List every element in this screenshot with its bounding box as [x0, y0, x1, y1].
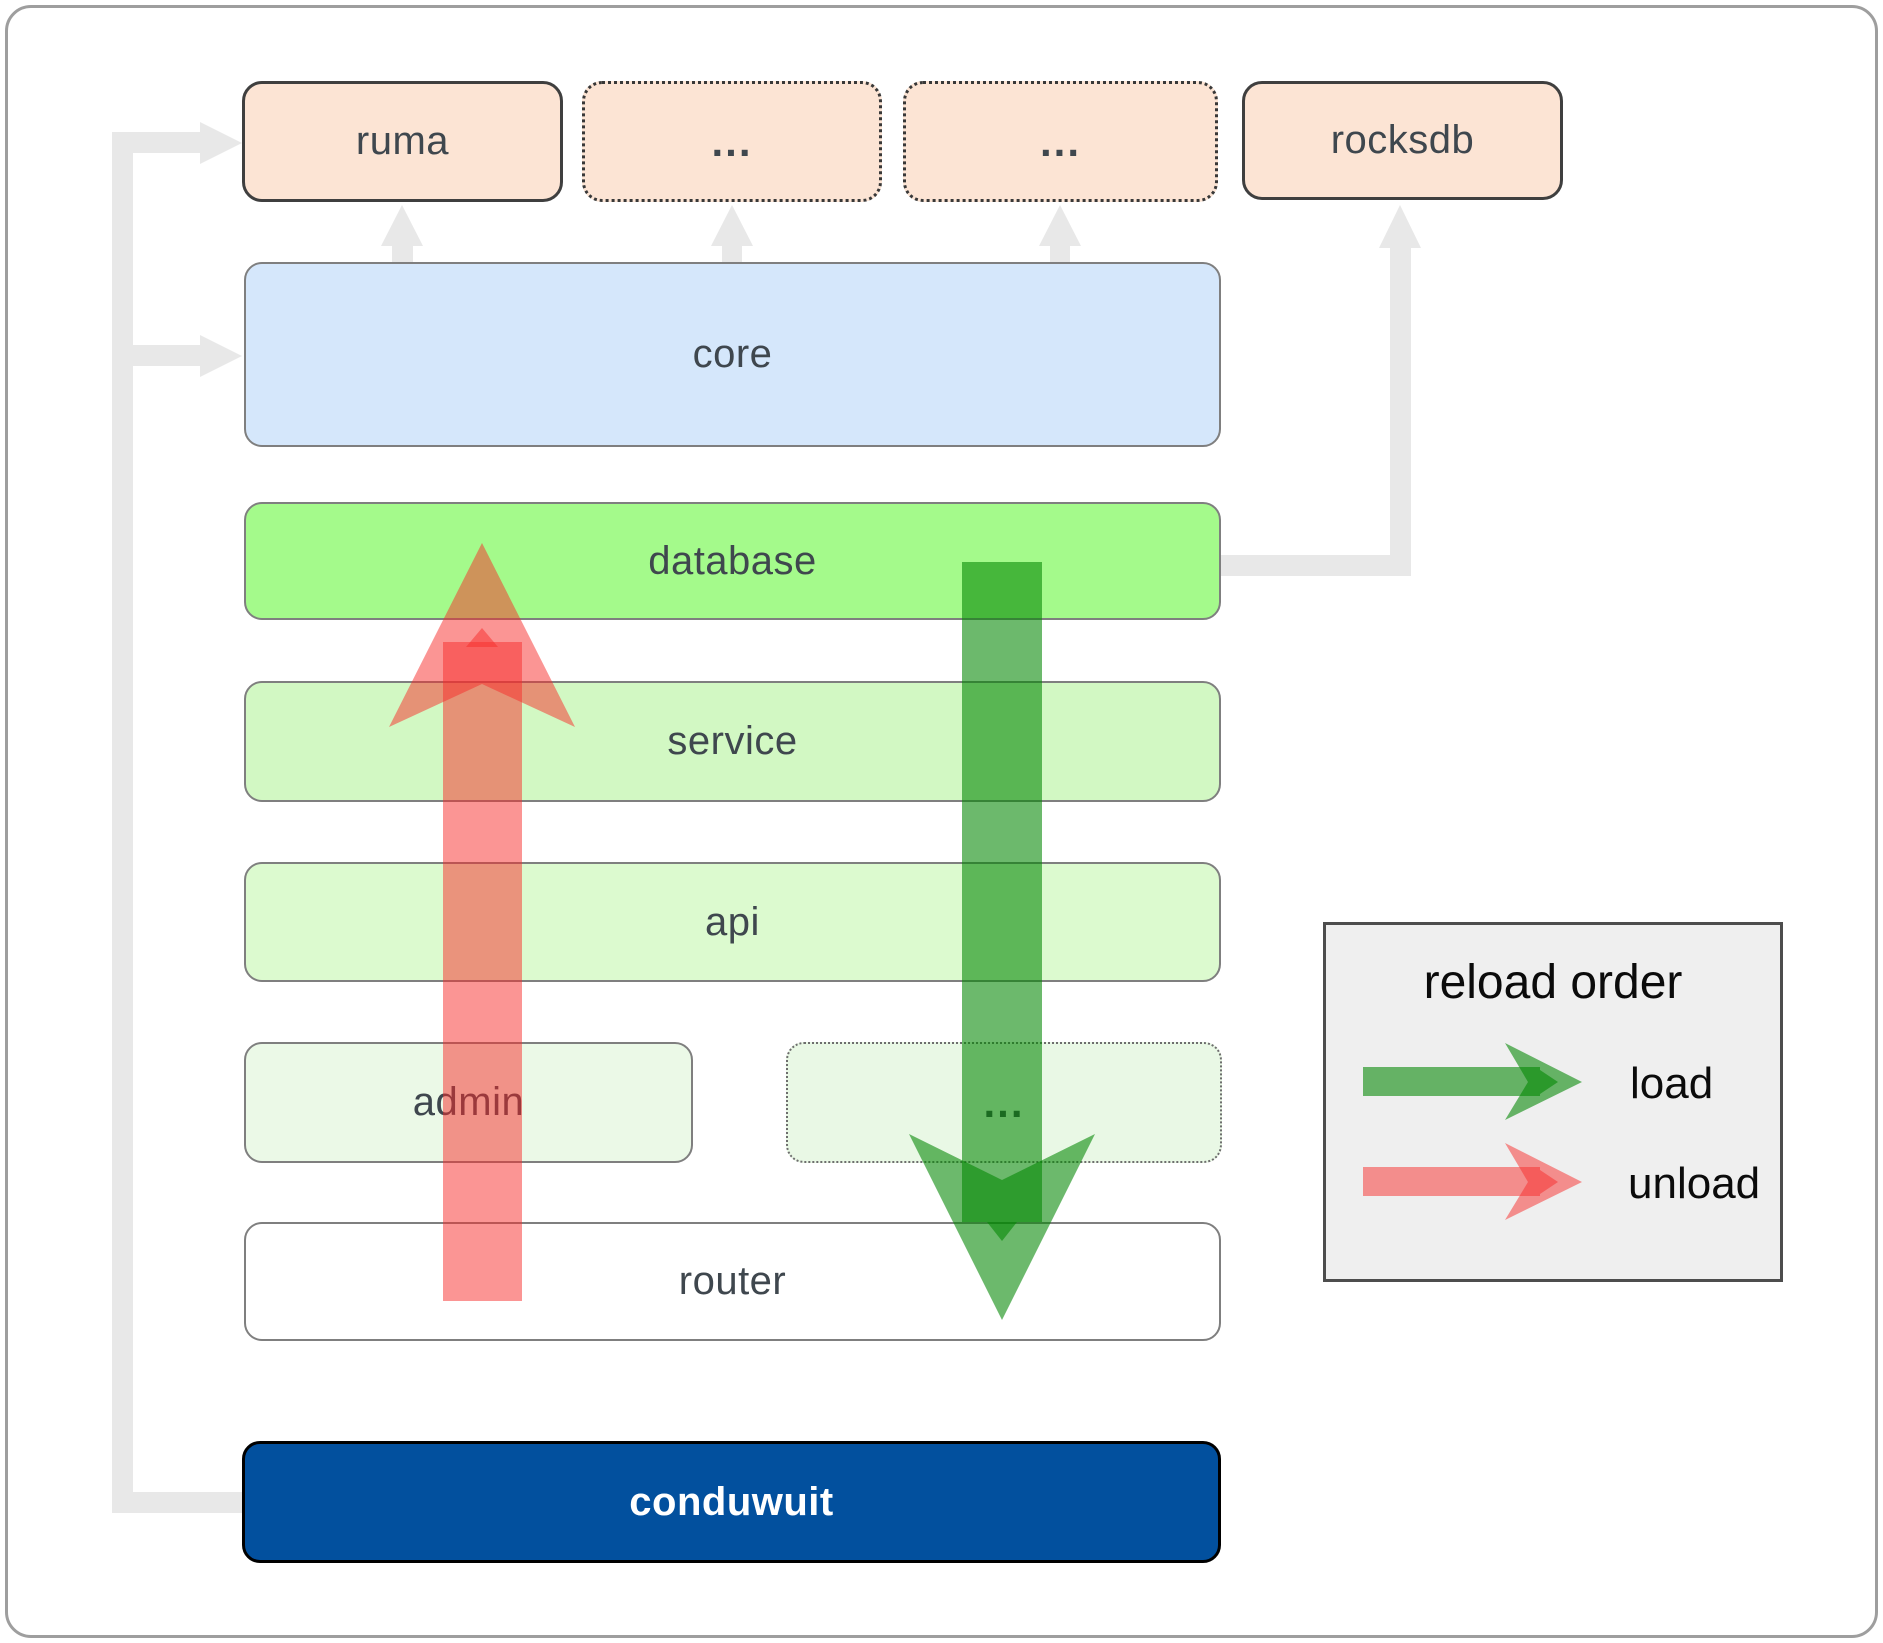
node-service-label: service	[667, 719, 798, 763]
node-router-label: router	[678, 1259, 787, 1303]
node-ellipsis-top-1-label: ...	[711, 117, 753, 165]
node-api-label: api	[705, 899, 760, 944]
node-ruma-label: ruma	[355, 119, 450, 163]
node-api: api	[244, 862, 1221, 982]
legend-label-unload: unload	[1628, 1159, 1761, 1208]
node-conduwuit: conduwuit	[242, 1441, 1221, 1563]
node-ellipsis-top-2-label: ...	[1039, 117, 1081, 165]
node-ellipsis-top-2: ...	[903, 81, 1218, 202]
node-service: service	[244, 681, 1221, 802]
node-rocksdb-label: rocksdb	[1330, 118, 1475, 162]
node-core: core	[244, 262, 1221, 447]
node-ellipsis-admin-row-label: ...	[983, 1078, 1025, 1126]
node-router: router	[244, 1222, 1221, 1341]
node-ellipsis-top-1: ...	[582, 81, 882, 202]
legend: reload order load unload	[1323, 922, 1783, 1282]
node-database: database	[244, 502, 1221, 620]
node-database-label: database	[648, 538, 817, 583]
node-admin: admin	[244, 1042, 693, 1163]
outer-frame	[5, 5, 1878, 1638]
node-conduwuit-label: conduwuit	[629, 1479, 834, 1524]
node-ruma: ruma	[242, 81, 563, 202]
node-core-label: core	[692, 332, 773, 376]
node-rocksdb: rocksdb	[1242, 81, 1563, 200]
legend-label-load: load	[1630, 1059, 1714, 1108]
node-admin-label: admin	[412, 1080, 525, 1124]
legend-title: reload order	[1423, 956, 1683, 1009]
node-ellipsis-admin-row: ...	[786, 1042, 1222, 1163]
